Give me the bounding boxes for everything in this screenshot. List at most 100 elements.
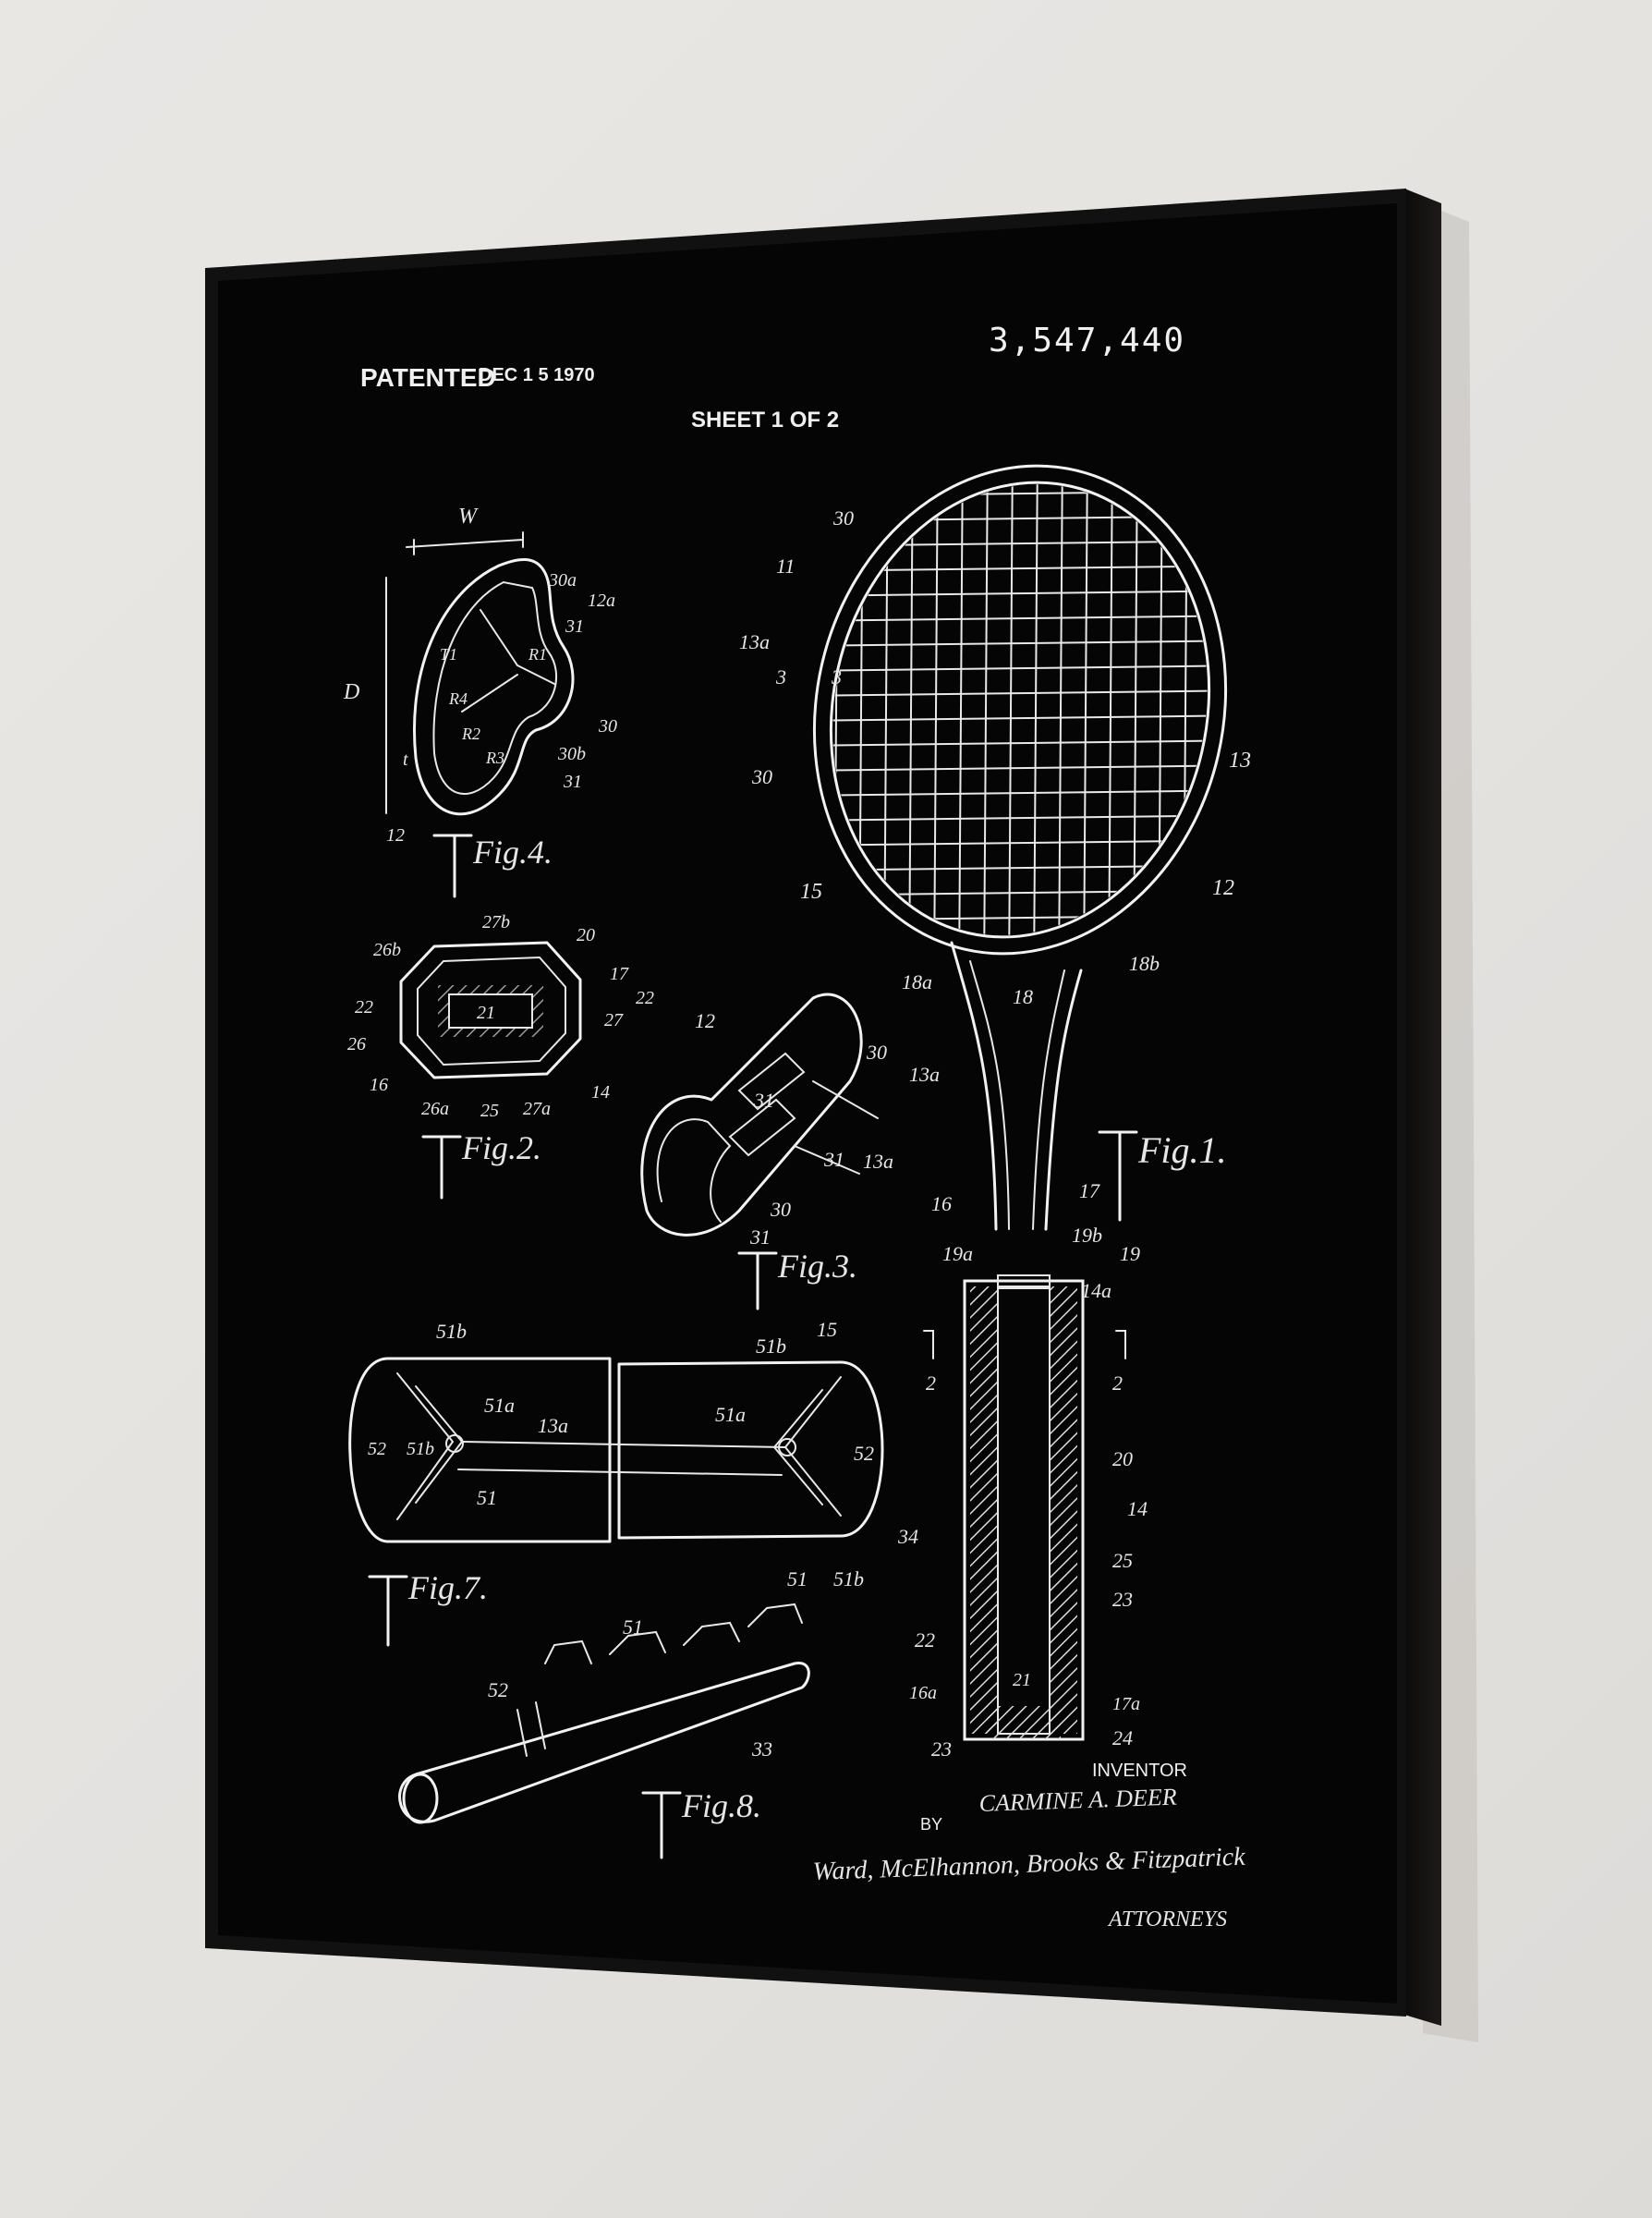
svg-text:19: 19	[1120, 1242, 1140, 1265]
svg-text:11: 11	[776, 554, 795, 578]
fig8-tube	[398, 1662, 810, 1823]
cross-string	[794, 689, 1252, 697]
svg-text:52: 52	[488, 1678, 508, 1701]
svg-text:30: 30	[598, 716, 617, 737]
fig2-handle-section: 21 27b 26b 20 17 22 22 27 26 16 26a 25 2…	[347, 912, 654, 1200]
svg-text:31: 31	[749, 1225, 771, 1249]
svg-text:24: 24	[1112, 1726, 1133, 1749]
svg-text:51: 51	[477, 1486, 497, 1509]
svg-text:T1: T1	[440, 645, 457, 664]
cross-string	[794, 714, 1252, 722]
racket-head-outer	[812, 464, 1228, 956]
cross-string	[794, 764, 1252, 772]
svg-text:2: 2	[1112, 1371, 1123, 1395]
racket-head-inner	[829, 481, 1211, 939]
fig2-label: Fig.2.	[461, 1129, 541, 1166]
svg-text:51b: 51b	[436, 1320, 467, 1343]
svg-text:14: 14	[1127, 1497, 1148, 1520]
svg-text:12: 12	[386, 825, 405, 846]
main-string	[1083, 446, 1088, 973]
svg-text:21: 21	[477, 1003, 495, 1023]
svg-text:13: 13	[1229, 749, 1251, 773]
svg-text:16a: 16a	[909, 1683, 937, 1703]
svg-text:17a: 17a	[1112, 1694, 1140, 1714]
svg-text:2: 2	[926, 1371, 936, 1395]
svg-text:31: 31	[565, 616, 584, 637]
sheet-label: SHEET 1 OF 2	[691, 408, 839, 433]
svg-text:13a: 13a	[538, 1414, 568, 1437]
svg-text:34: 34	[897, 1525, 918, 1548]
svg-text:31: 31	[563, 772, 582, 792]
svg-text:25: 25	[1112, 1549, 1133, 1572]
header: PATENTED DEC 1 5 1970 3,547,440 SHEET 1 …	[360, 322, 1184, 433]
svg-text:30a: 30a	[548, 570, 577, 591]
svg-text:51b: 51b	[833, 1567, 864, 1590]
attorneys-label: ATTORNEYS	[1107, 1907, 1227, 1932]
svg-text:52: 52	[368, 1439, 386, 1459]
svg-text:13a: 13a	[739, 630, 770, 653]
cross-string	[794, 664, 1252, 672]
cross-string	[794, 739, 1252, 747]
svg-text:R3: R3	[485, 749, 504, 767]
svg-text:16: 16	[370, 1075, 388, 1095]
svg-text:18a: 18a	[902, 970, 932, 993]
fig1-label: Fig.1.	[1137, 1129, 1227, 1171]
svg-text:R1: R1	[528, 645, 547, 664]
main-string	[1058, 446, 1063, 973]
svg-text:19b: 19b	[1072, 1224, 1102, 1247]
frame-side	[1404, 189, 1441, 2026]
svg-text:R2: R2	[461, 725, 480, 743]
svg-text:19a: 19a	[942, 1242, 973, 1265]
svg-text:13a: 13a	[909, 1063, 940, 1086]
svg-text:20: 20	[577, 925, 595, 945]
svg-text:17: 17	[610, 964, 629, 984]
svg-text:3: 3	[831, 665, 842, 689]
svg-text:20: 20	[1112, 1447, 1133, 1470]
svg-text:15: 15	[817, 1318, 837, 1341]
svg-text:22: 22	[355, 997, 373, 1018]
svg-text:31: 31	[823, 1148, 844, 1171]
svg-text:13a: 13a	[863, 1150, 893, 1173]
svg-text:30: 30	[832, 506, 854, 530]
svg-text:30: 30	[770, 1198, 791, 1221]
svg-text:W: W	[458, 505, 479, 529]
svg-text:14: 14	[591, 1082, 610, 1103]
svg-text:25: 25	[480, 1101, 499, 1121]
fig3-clip: 12 30 13a 31 31 13a 30 31 Fig.3.	[640, 993, 940, 1310]
svg-text:51a: 51a	[715, 1403, 746, 1426]
svg-text:23: 23	[1112, 1588, 1133, 1611]
svg-text:51a: 51a	[484, 1394, 515, 1417]
cross-string	[794, 789, 1252, 797]
svg-text:12: 12	[1212, 876, 1234, 900]
svg-text:31: 31	[753, 1089, 774, 1112]
svg-text:18b: 18b	[1129, 952, 1160, 975]
svg-text:33: 33	[751, 1737, 772, 1761]
svg-text:26b: 26b	[373, 940, 401, 960]
svg-text:R4: R4	[448, 689, 468, 708]
canvas	[218, 203, 1397, 2004]
svg-text:22: 22	[636, 988, 654, 1008]
svg-text:51b: 51b	[407, 1439, 434, 1459]
fig4-frame-section: W D 30a 12a 31 R1 T1 R4 R2 R3 30 30b 31 …	[343, 505, 617, 898]
main-string	[1008, 446, 1014, 973]
patented-label: PATENTED	[360, 363, 496, 392]
main-string	[1033, 446, 1039, 973]
svg-text:26: 26	[347, 1034, 366, 1054]
fig3-label: Fig.3.	[777, 1248, 857, 1285]
svg-text:30: 30	[866, 1041, 887, 1064]
svg-text:14a: 14a	[1081, 1279, 1111, 1302]
svg-text:15: 15	[800, 880, 822, 904]
svg-text:26a: 26a	[421, 1099, 449, 1119]
svg-text:16: 16	[931, 1192, 952, 1215]
cross-string	[794, 640, 1252, 647]
svg-text:51b: 51b	[756, 1334, 786, 1358]
fig7-label: Fig.7.	[407, 1569, 488, 1606]
main-string	[1108, 446, 1113, 973]
svg-text:12a: 12a	[588, 591, 615, 611]
fig7-left-piece	[348, 1357, 612, 1543]
svg-text:12: 12	[695, 1009, 715, 1032]
svg-text:52: 52	[854, 1442, 874, 1465]
cross-string	[794, 615, 1252, 622]
fig4-label: Fig.4.	[472, 834, 553, 871]
